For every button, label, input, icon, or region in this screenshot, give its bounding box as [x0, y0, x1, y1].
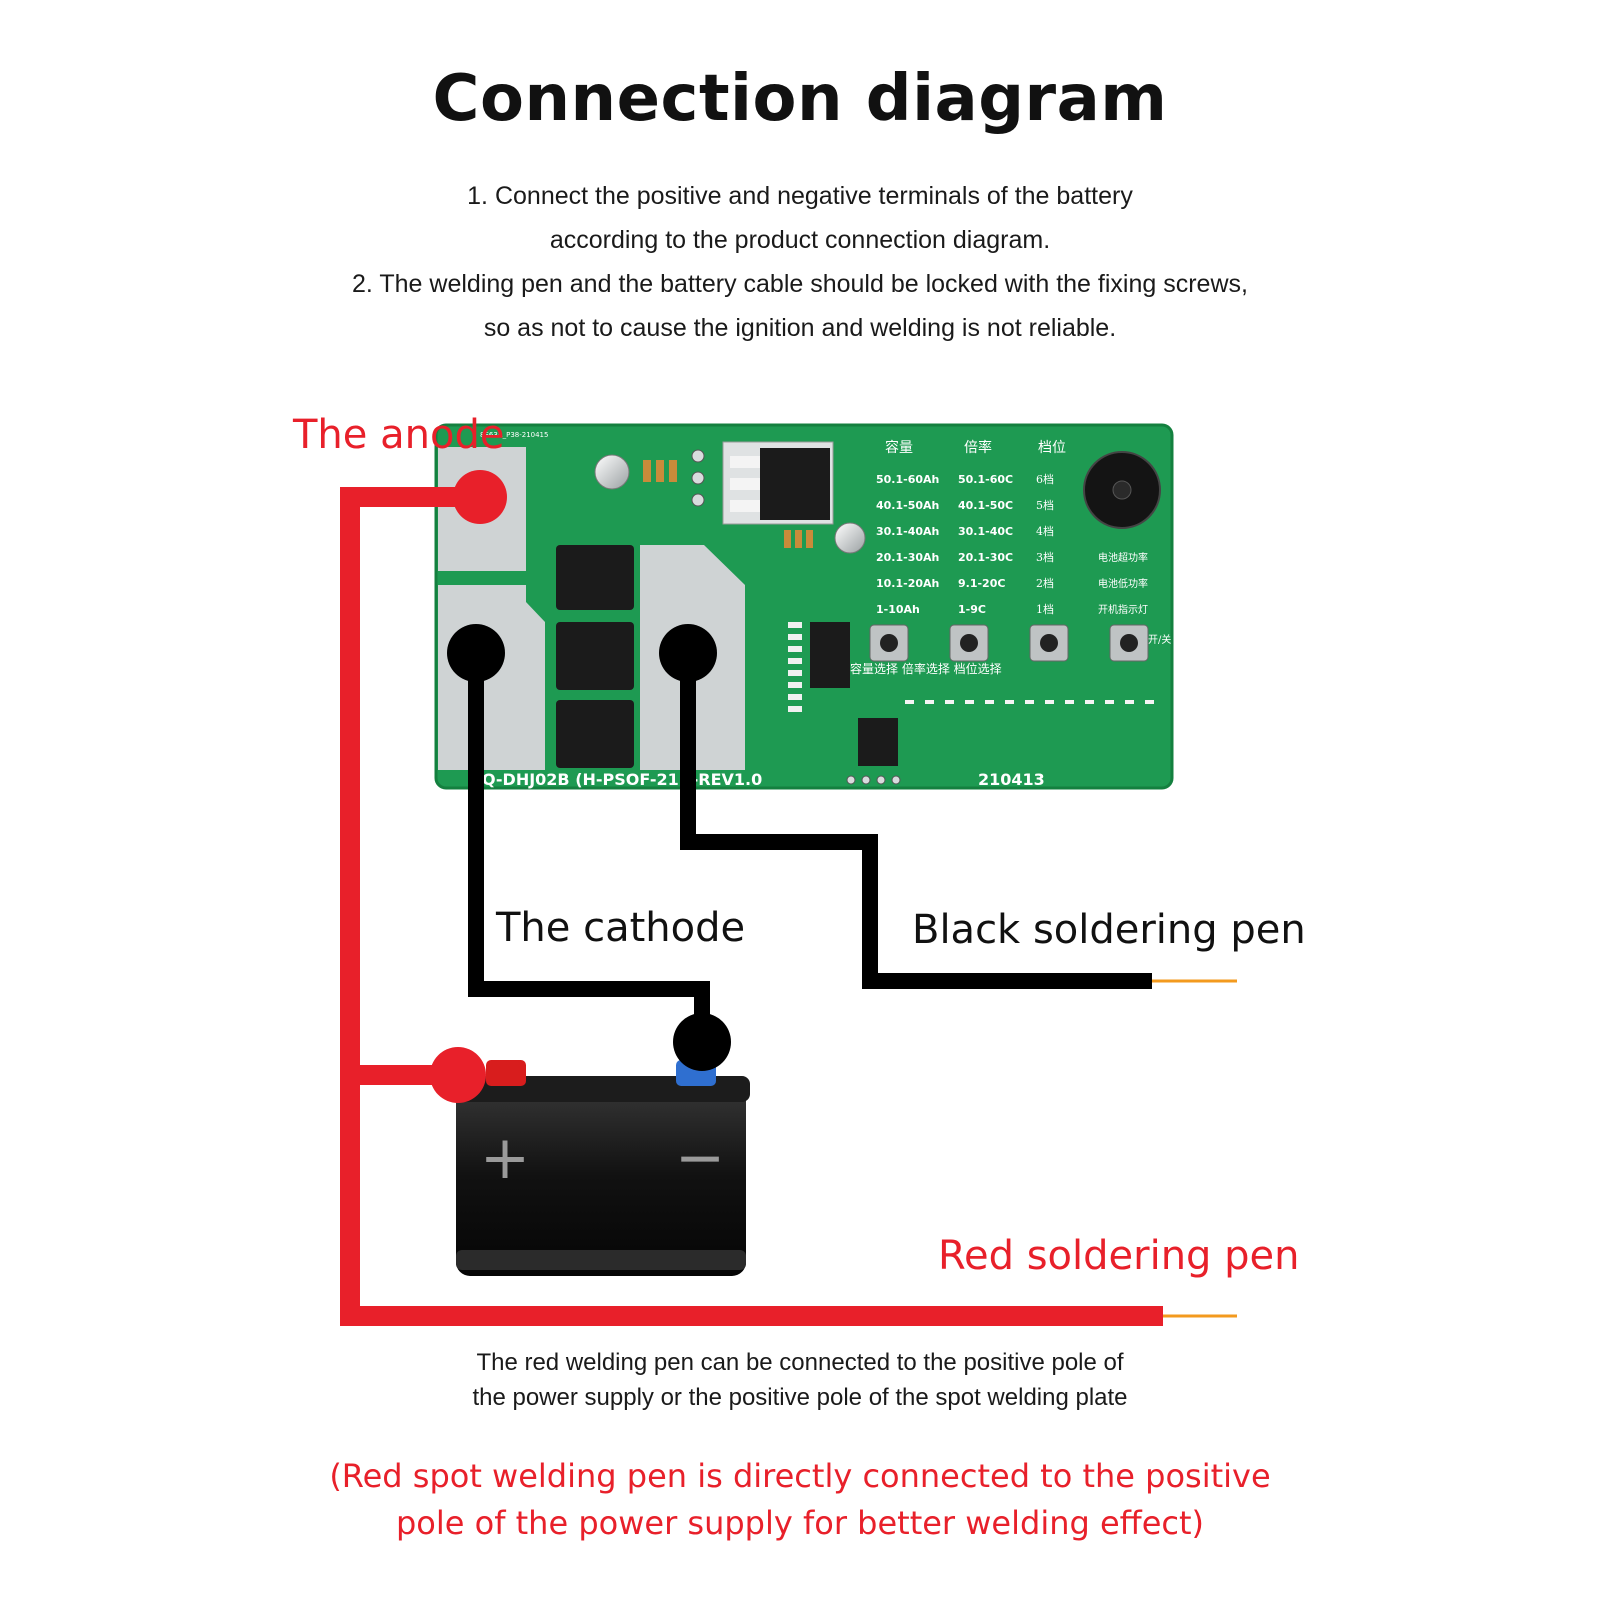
smd-capacitors [643, 460, 813, 548]
capacity-option: 20.1-30Ah [876, 551, 939, 564]
gear-option: 3档 [1036, 550, 1054, 564]
red-pen-label: Red soldering pen [938, 1233, 1300, 1279]
battery: + − [450, 1060, 750, 1276]
mosfet-array [556, 545, 634, 768]
capacitor-ec2 [834, 522, 866, 554]
battery-plus-symbol: + [480, 1123, 530, 1193]
cathode-label: The cathode [496, 905, 746, 951]
power-label: 开/关 [1148, 633, 1171, 646]
note-line-2: pole of the power supply for better weld… [395, 1504, 1205, 1542]
anode-label: The anode [293, 412, 505, 458]
black-pen-connection-dot [659, 624, 717, 682]
status-label: 开机指示灯 [1098, 603, 1148, 616]
rate-option: 9.1-20C [958, 577, 1005, 590]
instruction-line-4: so as not to cause the ignition and weld… [483, 314, 1117, 342]
capacity-option: 1-10Ah [876, 603, 920, 616]
rate-option: 20.1-30C [958, 551, 1013, 564]
gear-option: 1档 [1036, 602, 1054, 616]
controller-ic [810, 622, 850, 688]
rate-option: 1-9C [958, 603, 986, 616]
gear-option: 6档 [1036, 472, 1054, 486]
led-indicator-row [905, 700, 1154, 704]
instruction-line-2: according to the product connection diag… [549, 226, 1051, 254]
rate-option: 50.1-60C [958, 473, 1013, 486]
header-capacity: 容量 [885, 439, 913, 456]
status-label: 电池低功率 [1098, 577, 1148, 590]
capacity-option: 40.1-50Ah [876, 499, 939, 512]
rate-option: 30.1-40C [958, 525, 1013, 538]
board-model: Q-DHJ02B (H-PSOF-21) -REV1.0 [482, 770, 762, 789]
header-pins [691, 449, 705, 507]
capacity-option: 50.1-60Ah [876, 473, 939, 486]
gear-option: 4档 [1036, 524, 1054, 538]
status-label: 电池超功率 [1098, 551, 1148, 564]
resistor-array [788, 622, 802, 712]
battery-positive-terminal [486, 1060, 526, 1086]
capacity-option: 30.1-40Ah [876, 525, 939, 538]
capacity-option: 10.1-20Ah [876, 577, 939, 590]
footer-line-1: The red welding pen can be connected to … [476, 1349, 1124, 1376]
voltage-regulator [722, 441, 834, 525]
capacity-options: 50.1-60Ah 40.1-50Ah 30.1-40Ah 20.1-30Ah … [876, 473, 939, 616]
board-date: 210413 [978, 770, 1045, 789]
capacitor-ec1 [594, 454, 630, 490]
instruction-line-1: 1. Connect the positive and negative ter… [467, 182, 1133, 210]
cathode-connection-dot [447, 624, 505, 682]
gear-option: 2档 [1036, 576, 1054, 590]
driver-ic [858, 718, 898, 766]
rate-option: 40.1-50C [958, 499, 1013, 512]
gear-option: 5档 [1036, 498, 1054, 512]
footer-line-2: the power supply or the positive pole of… [472, 1384, 1128, 1411]
board-top-code: 8S63A_P38-210415 [480, 431, 548, 439]
battery-negative-dot [673, 1013, 731, 1071]
gear-options: 6档 5档 4档 3档 2档 1档 [1036, 472, 1054, 616]
j1-connector [846, 775, 901, 785]
selector-buttons [869, 624, 1149, 662]
pcb-board: 8S63A_P38-210415 容量 倍率 档位 50.1-60Ah 40.1… [434, 423, 1174, 790]
instruction-line-3: 2. The welding pen and the battery cable… [352, 270, 1248, 298]
black-pen-label: Black soldering pen [912, 907, 1306, 953]
header-rate: 倍率 [964, 439, 992, 456]
battery-positive-dot [430, 1047, 486, 1103]
battery-minus-symbol: − [675, 1123, 725, 1193]
status-labels: 电池超功率 电池低功率 开机指示灯 [1098, 551, 1148, 616]
note-line-1: (Red spot welding pen is directly connec… [329, 1457, 1271, 1495]
header-gear: 档位 [1038, 440, 1066, 456]
anode-connection-dot [453, 470, 507, 524]
page-title: Connection diagram [432, 62, 1168, 136]
rate-options: 50.1-60C 40.1-50C 30.1-40C 20.1-30C 9.1-… [958, 473, 1013, 616]
select-label: 容量选择 倍率选择 档位选择 [850, 661, 1002, 676]
